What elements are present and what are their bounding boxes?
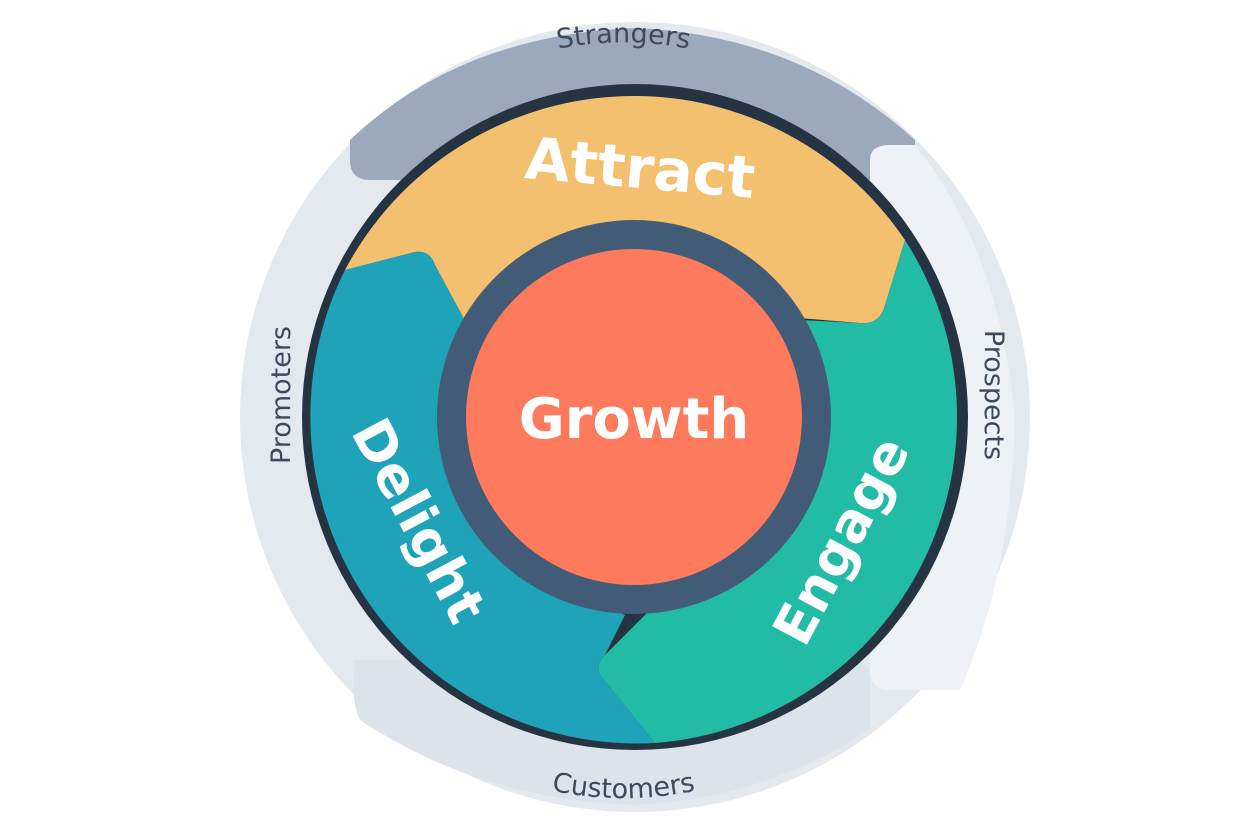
strangers-label: Strangers: [554, 18, 693, 55]
strangers-label-path: Strangers: [554, 18, 693, 55]
growth-label: Growth: [519, 387, 749, 452]
prospects-label: Prospects: [978, 330, 1009, 460]
growth-core: [466, 249, 802, 585]
promoters-label: Promoters: [266, 326, 297, 464]
